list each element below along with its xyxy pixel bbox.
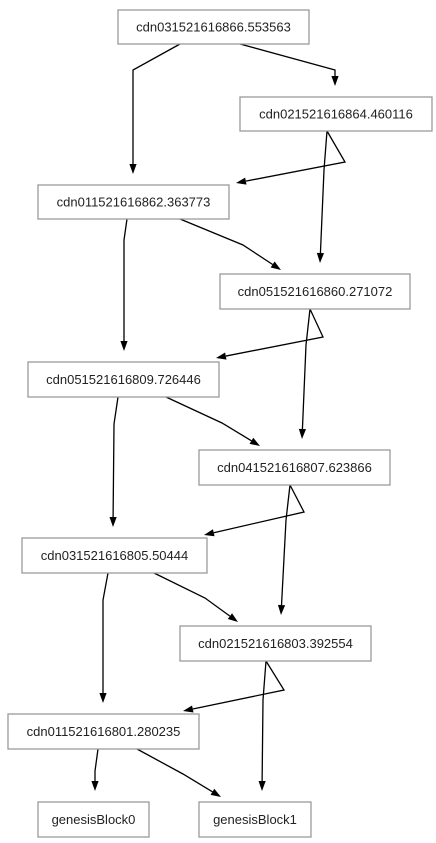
arrowhead	[270, 261, 281, 270]
node-label: cdn031521616866.553563	[136, 20, 291, 35]
arrowhead	[129, 164, 137, 174]
edge-line	[261, 660, 267, 782]
arrowhead	[249, 437, 260, 446]
node-n1: cdn021521616864.460116	[239, 96, 433, 132]
node-box	[198, 801, 312, 838]
arrowhead	[227, 613, 238, 622]
edge-line	[319, 130, 328, 254]
arrowhead	[99, 693, 107, 703]
node-box	[198, 449, 391, 486]
edge-n8-n10	[136, 748, 221, 797]
node-label: cdn021521616803.392554	[198, 636, 353, 651]
edge-n0-n2	[129, 43, 181, 174]
edge-line	[112, 396, 119, 518]
node-n5: cdn041521616807.623866	[198, 449, 391, 486]
edge-n2-n3	[179, 218, 281, 270]
node-box	[117, 9, 310, 45]
arrowhead	[216, 352, 227, 360]
edge-line	[153, 572, 231, 617]
edge-n1-n2	[236, 130, 347, 185]
node-box	[219, 273, 411, 310]
node-box	[239, 96, 433, 132]
node-label: cdn051521616860.271072	[238, 284, 393, 299]
node-n6: cdn031521616805.50444	[21, 537, 208, 574]
edge-n1-n3	[316, 130, 328, 263]
edge-n2-n4	[120, 218, 128, 351]
edge-line	[213, 484, 305, 534]
arrowhead	[236, 177, 247, 185]
node-label: genesisBlock1	[213, 812, 297, 827]
node-n10: genesisBlock1	[198, 801, 312, 838]
node-box	[27, 361, 220, 398]
edges-layer	[91, 43, 347, 797]
arrowhead	[258, 780, 266, 791]
node-n9: genesisBlock0	[37, 801, 150, 838]
node-n0: cdn031521616866.553563	[117, 9, 310, 45]
arrowhead	[204, 529, 215, 537]
node-label: cdn011521616862.363773	[57, 195, 211, 210]
edge-n8-n9	[91, 748, 99, 791]
node-label: cdn011521616801.280235	[27, 724, 181, 739]
node-box	[21, 537, 208, 574]
node-box	[37, 184, 230, 220]
edge-line	[102, 572, 109, 693]
edge-line	[94, 748, 99, 781]
edge-line	[225, 308, 324, 357]
edge-line	[245, 130, 347, 182]
edge-line	[132, 43, 181, 164]
node-n8: cdn011521616801.280235	[7, 713, 200, 750]
edge-n3-n4	[216, 308, 324, 360]
edge-n4-n6	[109, 396, 119, 527]
edge-n7-n10	[258, 660, 267, 791]
edge-n3-n5	[298, 308, 311, 439]
edge-line	[123, 218, 128, 341]
edge-n0-n1	[239, 43, 339, 86]
arrowhead	[183, 705, 194, 713]
edge-line	[301, 308, 311, 430]
edge-line	[280, 484, 291, 606]
edge-n4-n5	[165, 396, 260, 446]
node-n4: cdn051521616809.726446	[27, 361, 220, 398]
edge-line	[165, 396, 252, 442]
arrowhead	[316, 252, 325, 263]
edge-n6-n7	[153, 572, 238, 622]
arrowhead	[277, 604, 286, 615]
arrowhead	[210, 788, 221, 797]
edge-line	[239, 43, 336, 76]
arrowhead	[109, 516, 117, 527]
node-label: genesisBlock0	[52, 812, 136, 827]
node-n2: cdn011521616862.363773	[37, 184, 230, 220]
edge-line	[179, 218, 274, 266]
arrowhead	[120, 341, 128, 351]
edge-n6-n8	[99, 572, 109, 703]
node-box	[37, 801, 150, 838]
node-label: cdn041521616807.623866	[217, 460, 372, 475]
node-n3: cdn051521616860.271072	[219, 273, 411, 310]
node-n7: cdn021521616803.392554	[179, 625, 372, 662]
node-box	[7, 713, 200, 750]
edge-n7-n8	[183, 660, 286, 713]
nodes-layer: cdn031521616866.553563 cdn021521616864.46…	[7, 9, 433, 838]
edge-n5-n6	[204, 484, 305, 537]
arrowhead	[331, 76, 339, 86]
edge-line	[136, 748, 213, 793]
arrowhead	[298, 428, 307, 439]
edge-n5-n7	[277, 484, 291, 615]
node-label: cdn031521616805.50444	[41, 548, 188, 563]
node-box	[179, 625, 372, 662]
node-label: cdn051521616809.726446	[46, 372, 201, 387]
arrowhead	[91, 781, 99, 791]
edge-line	[192, 660, 286, 710]
node-label: cdn021521616864.460116	[259, 107, 413, 122]
